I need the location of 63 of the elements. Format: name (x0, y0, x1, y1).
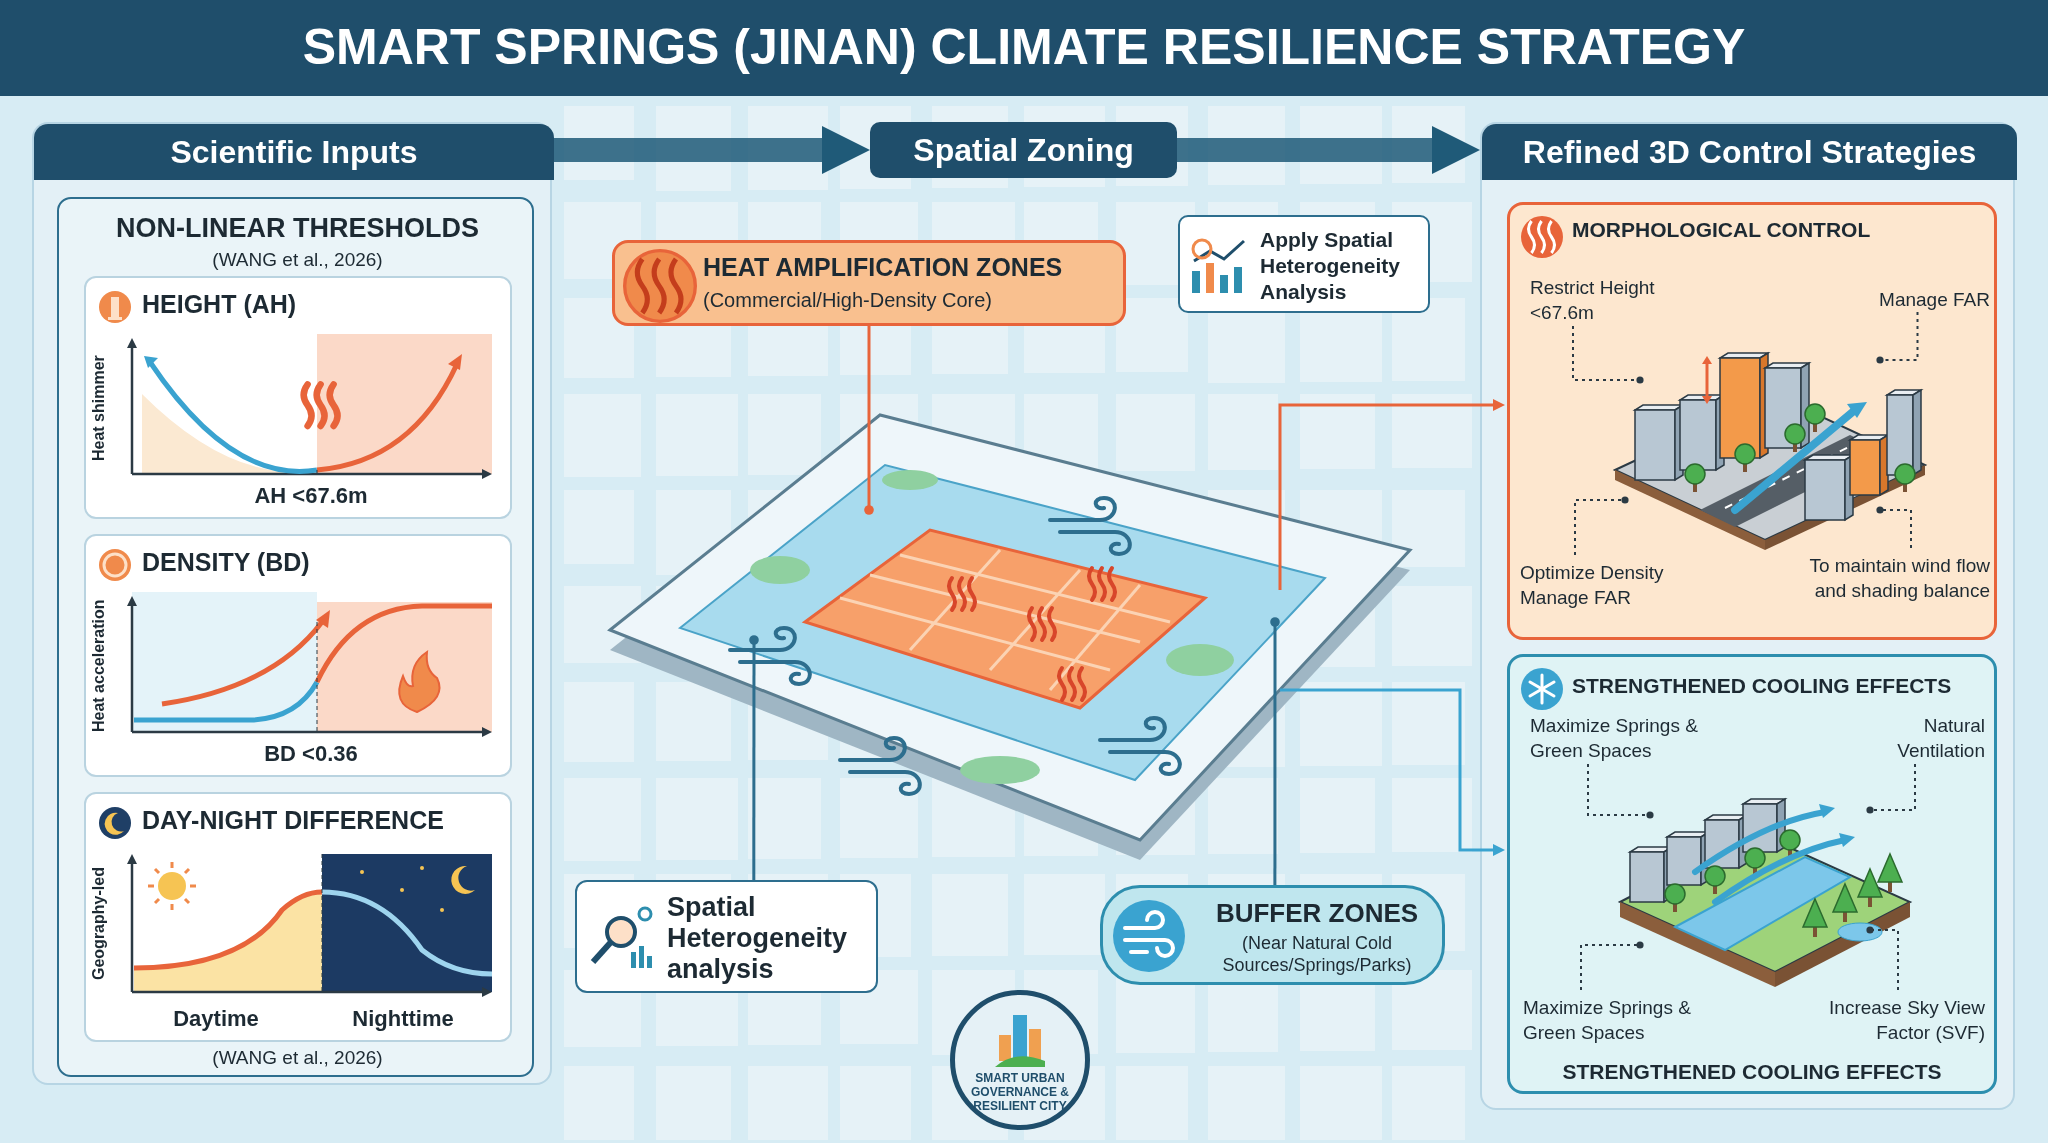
strategy-card (1507, 654, 1997, 1094)
callout-text: Increase Sky View Factor (SVF) (1780, 995, 1985, 1051)
panel-header: Refined 3D Control Strategies (1482, 124, 2017, 180)
flow-arrow (552, 126, 870, 174)
leader-line (1876, 311, 1919, 364)
leader-line (1866, 763, 1916, 814)
leader-line (1866, 926, 1899, 991)
leader-line (1574, 496, 1629, 556)
card-title: DENSITY (BD) (142, 547, 311, 578)
chart-card (84, 792, 512, 1042)
card-title: STRENGTHENED COOLING EFFECTS (1572, 673, 1953, 699)
leader-line (1876, 506, 1912, 549)
axis-label: Heat shimmer (90, 354, 108, 463)
axis-label: Heat acceleration (90, 598, 108, 735)
zone-callout (612, 240, 1126, 326)
panel-header: Scientific Inputs (34, 124, 554, 180)
flow-arrow (1177, 126, 1480, 174)
leader-line (1580, 941, 1644, 991)
leader-line (749, 635, 759, 880)
citation: (WANG et al., 2026) (211, 249, 384, 272)
section-title: Spatial Zoning (912, 131, 1135, 170)
callout-text: Natural Ventilation (1855, 713, 1985, 769)
zone-title: HEAT AMPLIFICATION ZONES (703, 253, 1064, 283)
analysis-callout (575, 880, 878, 993)
card-title: MORPHOLOGICAL CONTROL (1572, 217, 1872, 243)
zone-callout (1100, 885, 1445, 985)
callout-text: Maximize Springs & Green Spaces (1523, 995, 1733, 1051)
citation: (WANG et al., 2026) (211, 1047, 384, 1070)
connector-arrow (1280, 688, 1505, 856)
connector-arrow (1278, 399, 1505, 590)
leader-line (864, 326, 874, 515)
callout-text: Maximize Springs & Green Spaces (1530, 713, 1740, 769)
analysis-label: Apply Spatial Heterogeneity Analysis (1260, 227, 1402, 305)
analysis-callout (1178, 215, 1430, 313)
chart-card (84, 534, 512, 777)
seal-text: SMART URBAN GOVERNANCE & RESILIENT CITY (970, 1071, 1070, 1115)
axis-label: BD <0.36 (263, 741, 359, 768)
card-title: HEIGHT (AH) (142, 289, 298, 320)
card-title: NON-LINEAR THRESHOLDS (115, 213, 480, 245)
zone-title: BUFFER ZONES (1214, 898, 1420, 930)
axis-label: AH <67.6m (253, 483, 369, 510)
strategy-panel (1480, 122, 2015, 1110)
zone-subtitle: (Commercial/High-Density Core) (703, 289, 993, 313)
axis-label: Geography-led (90, 866, 108, 983)
card-title: STRENGTHENED COOLING EFFECTS (1561, 1059, 1943, 1085)
title: SMART SPRINGS (JINAN) CLIMATE RESILIENCE STRATEGY (301, 18, 1747, 76)
callout-text: Manage FAR (1855, 287, 1990, 317)
strategy-card (1507, 202, 1997, 640)
threshold-card (57, 197, 534, 1077)
input-panel (32, 122, 552, 1085)
axis-label: Daytime (172, 1006, 260, 1033)
axis-label: Nighttime (351, 1006, 455, 1033)
section-header (870, 122, 1177, 178)
zone-subtitle: (Near Natural Cold Sources/Springs/Parks) (1221, 932, 1413, 977)
callout-text: To maintain wind flow and shading balance (1805, 553, 1990, 635)
callout-text: Optimize Density Manage FAR (1520, 560, 1720, 616)
leader-line (1587, 763, 1654, 819)
leader-line (1572, 325, 1644, 384)
chart-card (84, 276, 512, 519)
analysis-label: Spatial Heterogeneity analysis (667, 892, 849, 986)
card-title: DAY-NIGHT DIFFERENCE (142, 805, 445, 836)
leader-line (1270, 617, 1280, 885)
callout-text: Restrict Height <67.6m (1530, 275, 1690, 331)
